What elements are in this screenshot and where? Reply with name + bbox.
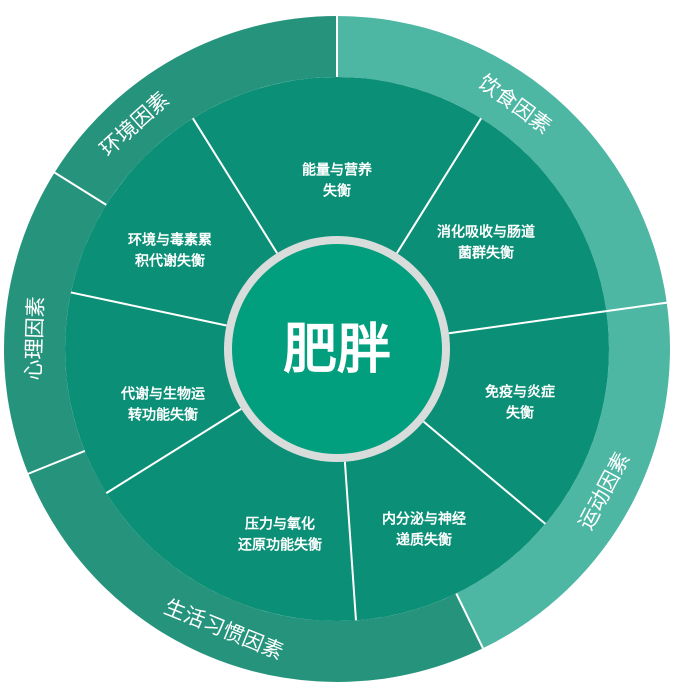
inner-factor-label: 消化吸收与肠道	[437, 224, 535, 241]
outer-divider	[52, 170, 107, 206]
inner-factor-label: 失衡	[506, 405, 534, 422]
outer-factor-label: 心理因素	[21, 296, 48, 381]
outer-divider	[26, 449, 86, 476]
inner-divider	[70, 291, 227, 327]
outer-divider	[455, 593, 485, 651]
outer-segment	[28, 450, 483, 682]
inner-divider	[448, 310, 607, 335]
outer-segment	[54, 16, 338, 205]
outer-segment	[456, 302, 671, 649]
center-label: 肥胖	[283, 318, 391, 381]
inner-divider	[105, 408, 242, 494]
inner-factor-label: 代谢与生物运	[120, 386, 205, 403]
inner-divider	[343, 461, 357, 621]
outer-divider	[606, 301, 669, 313]
inner-divider	[422, 420, 547, 525]
outer-segment	[4, 172, 107, 474]
inner-factor-label: 内分泌与神经	[382, 511, 466, 528]
inner-factor-label: 菌群失衡	[458, 245, 514, 262]
inner-factor-label: 还原功能失衡	[237, 537, 322, 554]
inner-factor-label: 压力与氧化	[245, 516, 315, 533]
inner-factor-label: 递质失衡	[396, 532, 452, 549]
inner-factor-label: 环境与毒素累	[128, 232, 212, 249]
outer-segment	[337, 16, 667, 312]
center-circle: 肥胖	[224, 236, 450, 462]
inner-factor-label: 免疫与炎症	[485, 384, 555, 401]
inner-factor-label: 积代谢失衡	[135, 253, 205, 270]
inner-factor-label: 转功能失衡	[128, 407, 198, 424]
inner-factor-label: 失衡	[323, 183, 351, 200]
inner-divider	[396, 117, 482, 254]
center-disc	[232, 244, 442, 454]
inner-factor-label: 能量与营养	[302, 162, 373, 179]
inner-divider	[192, 117, 278, 254]
